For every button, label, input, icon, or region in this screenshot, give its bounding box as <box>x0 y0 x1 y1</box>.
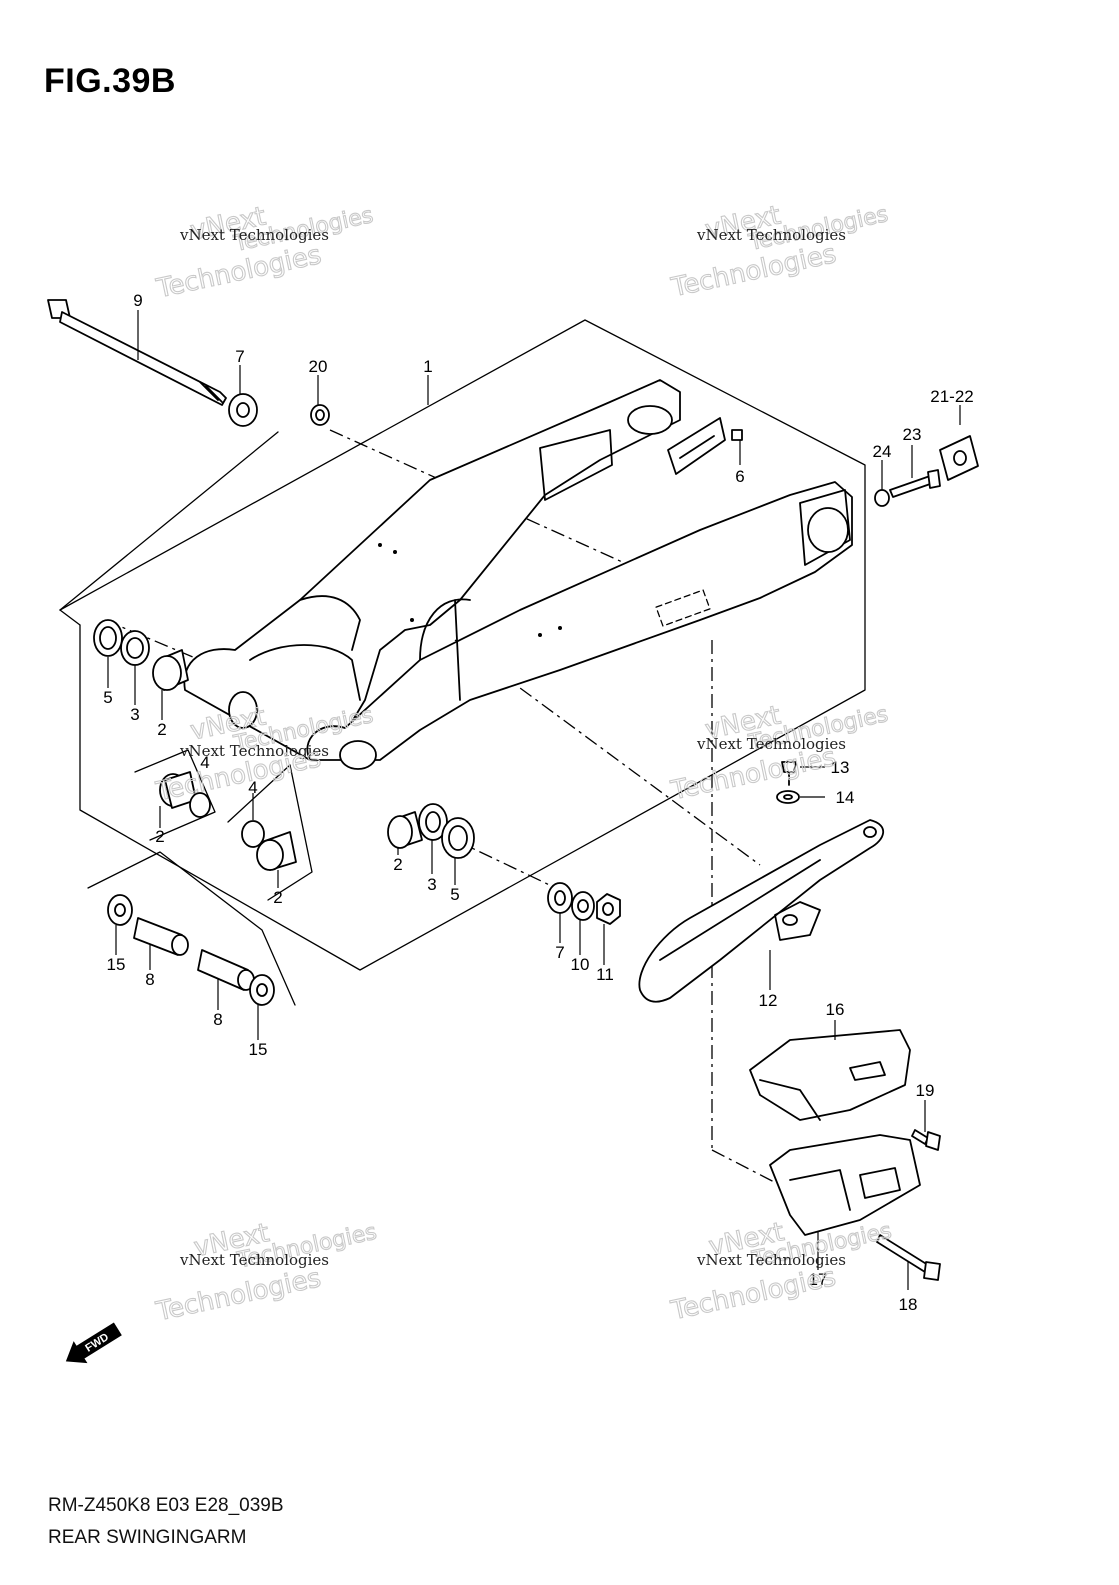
callout-10: 10 <box>571 955 590 974</box>
callout-6: 6 <box>735 467 744 486</box>
callout-8: 8 <box>213 1010 222 1029</box>
callout-15: 15 <box>107 955 126 974</box>
pivot-nut-washers <box>547 882 621 925</box>
callout-21-22: 21-22 <box>930 387 973 406</box>
callout-18: 18 <box>899 1295 918 1314</box>
assembly-frame <box>59 319 866 971</box>
watermark-text: vNext Technologies <box>696 735 846 753</box>
callout-12: 12 <box>759 991 778 1010</box>
watermark-company: Technologies <box>153 1263 324 1327</box>
callout-13: 13 <box>831 758 850 777</box>
fwd-arrow-icon: FWD <box>65 1322 122 1364</box>
watermark-text: vNext Technologies <box>696 1251 846 1269</box>
collars-and-washers <box>107 894 275 1006</box>
callout-9: 9 <box>133 291 142 310</box>
callout-11: 11 <box>596 965 614 984</box>
callout-3: 3 <box>130 705 139 724</box>
callout-16: 16 <box>826 1000 845 1019</box>
chain-slider <box>638 819 885 1003</box>
watermark-text: vNext Technologies <box>179 1251 329 1269</box>
callout-5: 5 <box>103 688 112 707</box>
bearing-group-bracket <box>87 749 313 1006</box>
watermark-bottom-right-2: Technologies <box>667 1262 839 1327</box>
right-seals-bearings <box>387 803 475 859</box>
model-code: RM-Z450K8 E03 E28_039B <box>48 1495 284 1516</box>
callout-15: 15 <box>249 1040 268 1059</box>
swingarm-body <box>183 379 853 770</box>
callout-2: 2 <box>157 720 166 739</box>
callout-8: 8 <box>145 970 154 989</box>
callout-20: 20 <box>309 357 328 376</box>
slider-screw-washer <box>776 761 800 804</box>
callout-19: 19 <box>916 1081 935 1100</box>
washer-7-top <box>228 393 258 427</box>
callout-24: 24 <box>873 442 892 461</box>
callout-3: 3 <box>427 875 436 894</box>
callout-labels: 1 2 2 2 2 3 3 4 4 5 5 6 7 7 8 8 9 10 11 … <box>103 291 973 1314</box>
guide-bolts <box>876 1129 941 1281</box>
nut-20 <box>310 404 330 426</box>
watermark-text: vNext Technologies <box>696 226 846 244</box>
watermark-text: vNext Technologies <box>179 226 329 244</box>
figure-title: FIG.39B <box>44 62 176 100</box>
assembly-name: REAR SWINGINGARM <box>48 1527 247 1548</box>
callout-2: 2 <box>273 888 282 907</box>
callout-4: 4 <box>200 753 209 772</box>
left-seals-bearings <box>93 619 297 871</box>
callout-23: 23 <box>903 425 922 444</box>
leader-lines <box>107 310 961 1290</box>
pivot-axle-bolt <box>47 299 227 406</box>
callout-7: 7 <box>235 347 244 366</box>
callout-2: 2 <box>393 855 402 874</box>
watermark-company: Technologies <box>668 1262 839 1326</box>
chain-adjuster-plate <box>667 417 743 475</box>
callout-5: 5 <box>450 885 459 904</box>
callout-17: 17 <box>809 1270 828 1289</box>
chain-guide <box>749 1029 921 1236</box>
adjuster-hardware <box>874 435 979 507</box>
callout-7: 7 <box>555 943 564 962</box>
callout-2: 2 <box>155 827 164 846</box>
callout-4: 4 <box>248 778 257 797</box>
callout-1: 1 <box>423 357 432 376</box>
callout-14: 14 <box>836 788 855 807</box>
watermark-bottom-left-2: Technologies <box>152 1263 324 1328</box>
watermark-text: vNext Technologies <box>179 742 329 760</box>
